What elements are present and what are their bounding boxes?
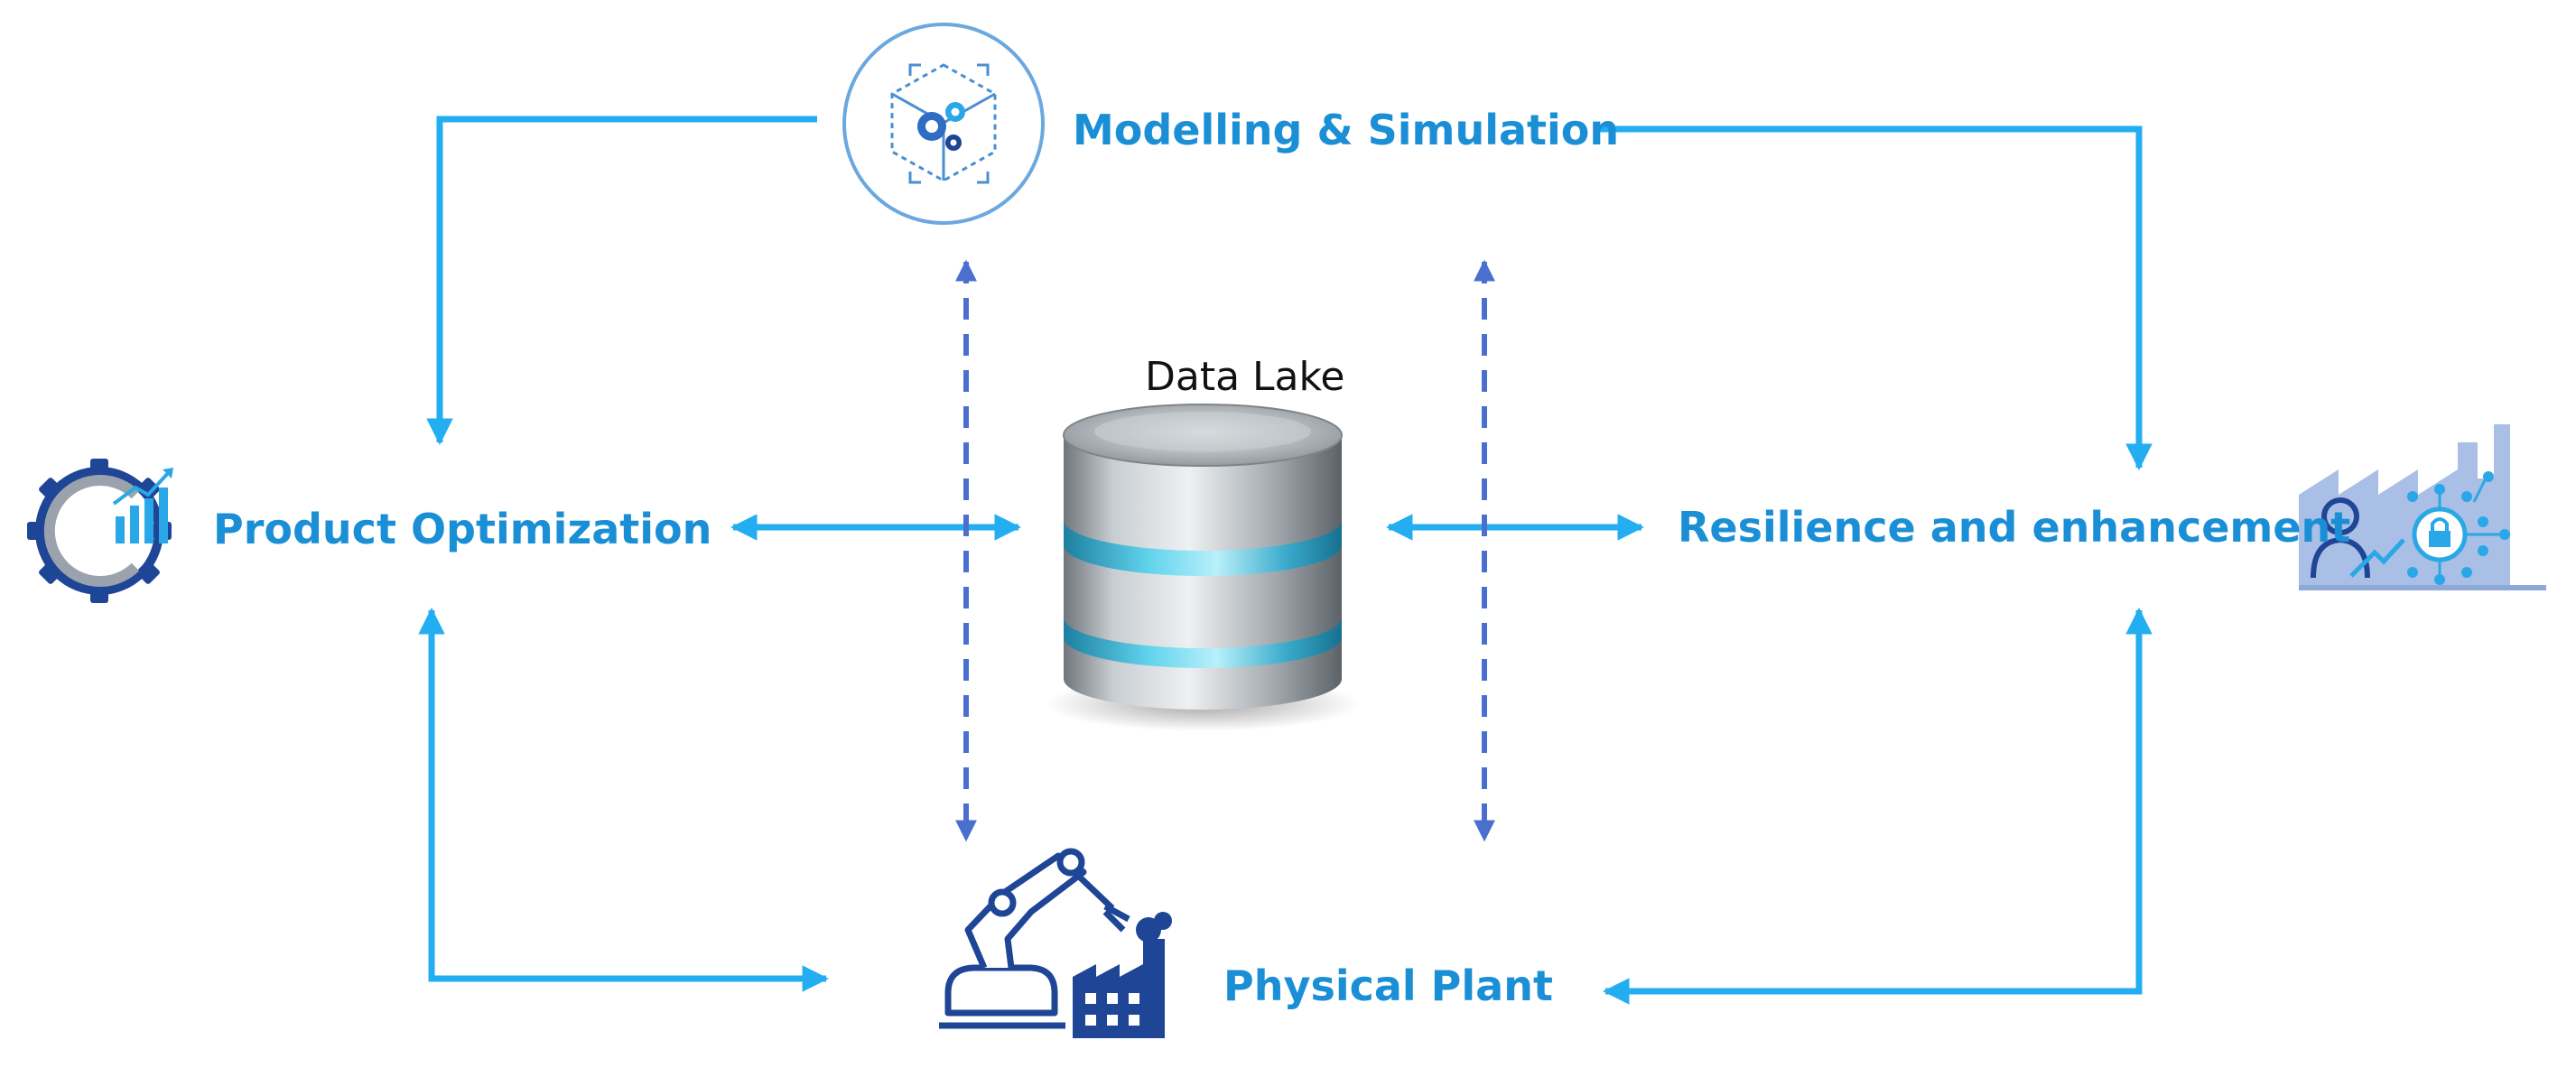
database-icon: [1045, 404, 1361, 731]
robot-arm-factory-icon: [939, 848, 1172, 1038]
arrow-optimization-plant: [418, 608, 829, 992]
data-lake-label: Data Lake: [1145, 354, 1345, 400]
arrow-modelling-to-optimization: [426, 116, 817, 445]
cube-gears-icon: [842, 23, 1045, 225]
arrow-modelling-to-resilience: [1596, 125, 2153, 470]
dashed-connectors: [955, 259, 1495, 842]
solid-connectors: [418, 116, 2153, 1005]
modelling-label: Modelling & Simulation: [1073, 106, 1619, 154]
gear-chart-icon: [27, 459, 173, 603]
resilience-label: Resilience and enhancement: [1678, 503, 2350, 552]
factory-security-icon: [2299, 424, 2546, 590]
optimization-label: Product Optimization: [213, 505, 711, 553]
plant-label: Physical Plant: [1223, 961, 1553, 1010]
arrow-resilience-to-plant: [1603, 608, 2153, 1005]
